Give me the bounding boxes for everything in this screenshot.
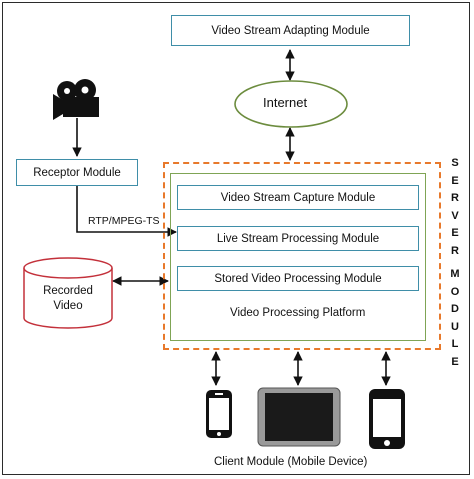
server-module-boundary bbox=[163, 162, 441, 350]
server-letter: V bbox=[451, 209, 459, 222]
video-stream-adapting-module: Video Stream Adapting Module bbox=[171, 15, 410, 46]
server-module-vertical-label: S E R V E R M O D U L E bbox=[447, 155, 463, 371]
smartphone-right-icon bbox=[369, 389, 405, 449]
video-processing-platform bbox=[170, 173, 426, 341]
tablet-icon bbox=[257, 387, 341, 447]
video-stream-capture-module: Video Stream Capture Module bbox=[177, 185, 419, 210]
module-letter: D bbox=[451, 303, 459, 315]
server-letter: S bbox=[451, 157, 459, 169]
internet-ellipse bbox=[234, 80, 348, 128]
live-stream-processing-module: Live Stream Processing Module bbox=[177, 226, 419, 251]
arrow-receptor-live bbox=[76, 186, 177, 237]
server-letter: R bbox=[451, 244, 459, 257]
stored-video-processing-module: Stored Video Processing Module bbox=[177, 266, 419, 291]
module-letter: L bbox=[451, 338, 459, 350]
module-letter: E bbox=[451, 355, 459, 368]
recorded-video-icon bbox=[23, 257, 113, 329]
server-letter: R bbox=[451, 192, 459, 204]
internet-label: Internet bbox=[263, 95, 308, 110]
protocol-label: RTP/MPEG-TS bbox=[88, 215, 160, 227]
module-letter: U bbox=[451, 320, 459, 333]
receptor-module: Receptor Module bbox=[16, 159, 138, 186]
video-camera-icon bbox=[53, 79, 99, 120]
client-module-label: Client Module (Mobile Device) bbox=[214, 456, 368, 468]
recorded-video-label: Recorded Video bbox=[43, 285, 93, 312]
server-letter: E bbox=[451, 174, 459, 187]
server-letter: E bbox=[451, 227, 459, 239]
smartphone-left-icon bbox=[206, 390, 232, 438]
diagram-frame bbox=[2, 2, 470, 475]
module-letter: O bbox=[450, 285, 460, 298]
platform-label: Video Processing Platform bbox=[230, 307, 366, 319]
module-letter: M bbox=[450, 268, 460, 280]
